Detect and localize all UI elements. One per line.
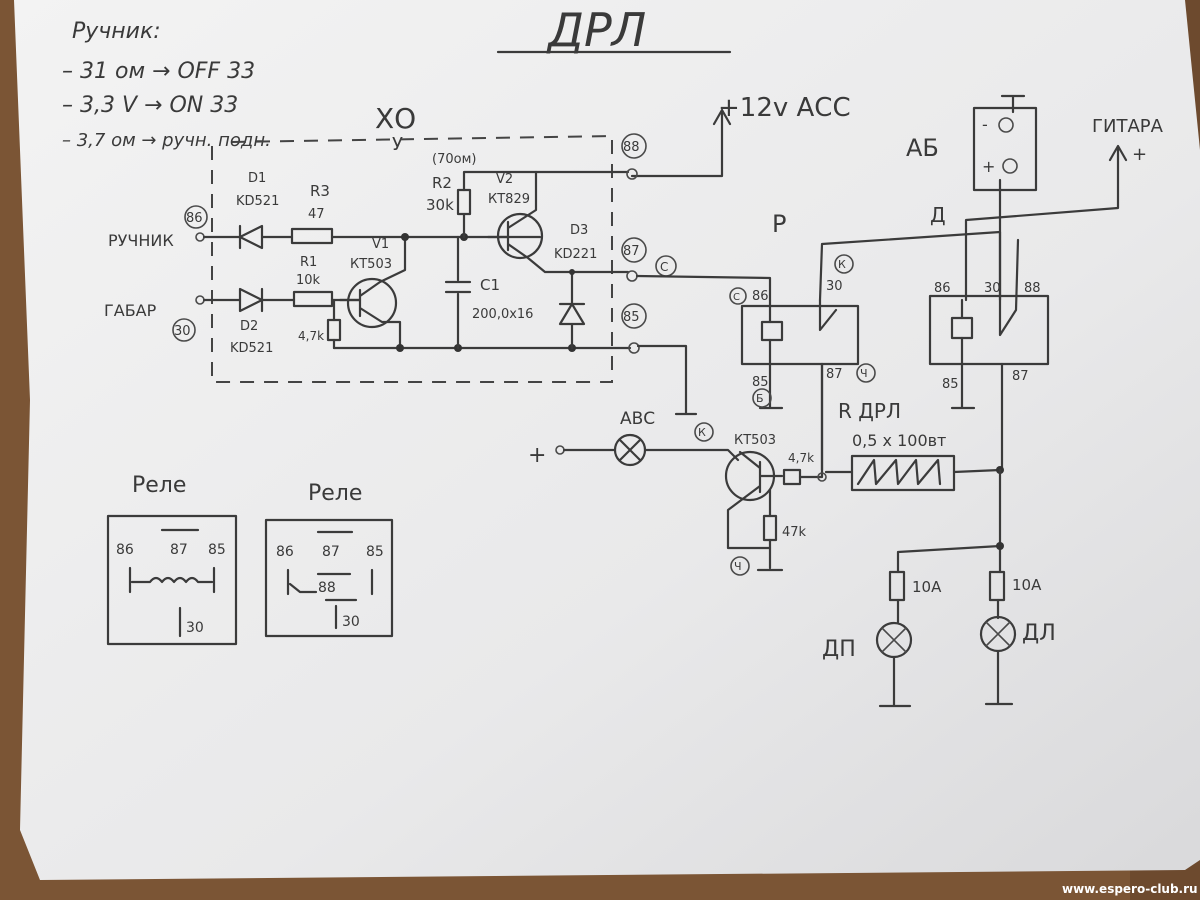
battery-minus: - bbox=[982, 115, 988, 134]
acc-label: +12v АСС bbox=[718, 93, 851, 123]
notes-line-2: – 3,3 V → ON 33 bbox=[62, 93, 238, 118]
v2-type: КТ829 bbox=[488, 192, 530, 207]
relay-box-2-title: Реле bbox=[308, 481, 362, 506]
relay-p-coil bbox=[760, 320, 784, 342]
r3-name: R3 bbox=[310, 182, 330, 200]
r-drl-name: R ДРЛ bbox=[838, 399, 901, 423]
relay-p-pin-87: 87 bbox=[826, 367, 843, 382]
v1-name: V1 bbox=[372, 237, 389, 252]
pin-30-marker bbox=[172, 318, 196, 342]
relay-box-1-pin-87: 87 bbox=[170, 542, 188, 558]
abs-lamp-label: АВС bbox=[620, 409, 655, 429]
mark-b-relay: Б bbox=[756, 392, 764, 405]
relay-p-label: Р bbox=[772, 210, 786, 238]
r4k7-value: 4,7k bbox=[298, 329, 324, 343]
pin-86-marker bbox=[184, 205, 208, 229]
relay-d-pin-88: 88 bbox=[1024, 281, 1041, 296]
c1-value: 200,0x16 bbox=[472, 307, 533, 322]
mark-k-relay: К bbox=[838, 258, 846, 271]
pin-86-text: 86 bbox=[186, 211, 203, 226]
r2-note: (70ом) bbox=[432, 152, 476, 167]
d3-type: KD221 bbox=[554, 247, 597, 262]
input-handbrake-label: РУЧНИК bbox=[108, 231, 174, 250]
relay-box-1-pin-86: 86 bbox=[116, 542, 134, 558]
r1-name: R1 bbox=[300, 255, 317, 270]
guitar-wire bbox=[964, 144, 1128, 302]
battery-plus: + bbox=[982, 157, 995, 176]
mark-ch-transistor: Ч bbox=[734, 560, 742, 573]
d2-name: D2 bbox=[240, 319, 258, 334]
diagram-title: ДРЛ bbox=[546, 3, 646, 57]
capacitor-c1 bbox=[444, 235, 472, 350]
relay-d-pin-87: 87 bbox=[1012, 369, 1029, 384]
d3-name: D3 bbox=[570, 223, 588, 238]
transistor-v1 bbox=[346, 277, 398, 329]
d1-type: KD521 bbox=[236, 194, 279, 209]
relay-box-2-pin-85: 85 bbox=[366, 544, 384, 560]
acc-wire bbox=[630, 108, 732, 178]
relay-box-2-pin-30: 30 bbox=[342, 614, 360, 630]
relay-box-1 bbox=[106, 514, 238, 646]
mark-k-abs: К bbox=[698, 426, 706, 439]
fuse-right-value: 10А bbox=[1012, 576, 1042, 594]
diode-d3 bbox=[558, 270, 586, 350]
mark-c-relay: С bbox=[733, 292, 740, 303]
pin-30-text: 30 bbox=[174, 324, 191, 339]
relay-d-label: Д bbox=[930, 203, 946, 227]
d1-name: D1 bbox=[248, 171, 266, 186]
relay-box-2-pin-87: 87 bbox=[322, 544, 340, 560]
relay-p-box bbox=[740, 304, 860, 366]
notes-line-1: – 31 ом → OFF 33 bbox=[62, 59, 255, 84]
relay-box-2 bbox=[264, 518, 394, 638]
relay-d-box bbox=[928, 294, 1050, 366]
pin-87-text: 87 bbox=[623, 244, 640, 259]
v1-type: КТ503 bbox=[350, 257, 392, 272]
relay-box-1-pin-30: 30 bbox=[186, 620, 204, 636]
d2-type: KD521 bbox=[230, 341, 273, 356]
r2-name: R2 bbox=[432, 174, 452, 192]
relay-box-2-pin-86: 86 bbox=[276, 544, 294, 560]
relay-p-pin-86: 86 bbox=[752, 289, 769, 304]
relay-p-pin-30: 30 bbox=[826, 279, 843, 294]
c1-name: C1 bbox=[480, 276, 500, 294]
relay-box-2-pin-88: 88 bbox=[318, 580, 336, 596]
pin-88-text: 88 bbox=[623, 140, 640, 155]
fuse-left-value: 10А bbox=[912, 578, 942, 596]
watermark: www.espero-club.ru bbox=[1062, 882, 1198, 896]
module-boundary bbox=[211, 134, 613, 383]
guitar-label: ГИТАРА bbox=[1092, 116, 1164, 137]
r3-value: 47 bbox=[308, 207, 325, 222]
relay-p-pin-85: 85 bbox=[752, 375, 769, 390]
notes-heading: Ручник: bbox=[72, 19, 161, 44]
kt503-type: КТ503 bbox=[734, 433, 776, 448]
v2-name: V2 bbox=[496, 172, 513, 187]
r1-value: 10k bbox=[296, 273, 321, 288]
relay-d-pin-86: 86 bbox=[934, 281, 951, 296]
relay-box-1-title: Реле bbox=[132, 473, 186, 498]
lamp-right-label: ДЛ bbox=[1022, 621, 1056, 646]
pin-85-text: 85 bbox=[623, 310, 640, 325]
battery-box bbox=[972, 106, 1038, 192]
relay-d-pin-85: 85 bbox=[942, 377, 959, 392]
guitar-plus: + bbox=[1132, 144, 1147, 165]
notes-line-3: – 3,7 ом → ручн. подн. bbox=[62, 130, 271, 151]
r-bottom-value: 47k bbox=[782, 525, 807, 540]
plus-input-label: + bbox=[528, 443, 546, 468]
relay-box-1-pin-85: 85 bbox=[208, 542, 226, 558]
module-sublabel: У bbox=[392, 134, 403, 155]
mark-c-module: С bbox=[660, 260, 668, 274]
r2-value: 30k bbox=[426, 196, 454, 214]
module-label: ХО bbox=[375, 102, 416, 135]
r-drl-value: 0,5 x 100вт bbox=[852, 431, 946, 450]
r-base-value: 4,7k bbox=[788, 451, 814, 465]
mark-ch-relay: Ч bbox=[860, 367, 868, 380]
lamp-left-label: ДП bbox=[822, 637, 856, 662]
battery-label: АБ bbox=[906, 134, 939, 162]
input-parking-label: ГАБАР bbox=[104, 301, 157, 320]
paper-sheet bbox=[14, 0, 1200, 880]
relay-d-pin-30: 30 bbox=[984, 281, 1001, 296]
